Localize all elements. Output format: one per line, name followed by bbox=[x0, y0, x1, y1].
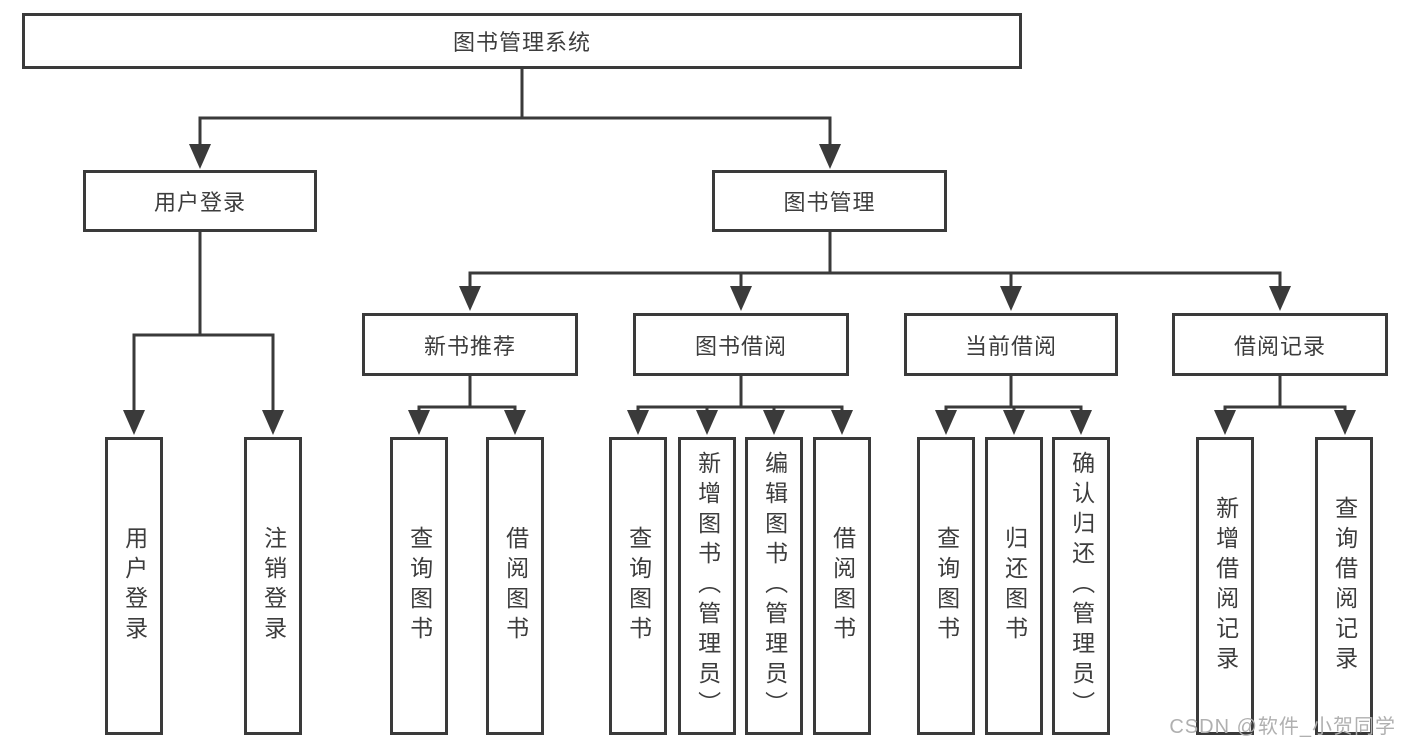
node-book-borrowing: 图书借阅 bbox=[633, 313, 849, 376]
leaf-bb-borrow-book: 借阅图书 bbox=[813, 437, 871, 735]
node-label: 用户登录 bbox=[121, 526, 148, 646]
leaf-cb-query-book: 查询图书 bbox=[917, 437, 975, 735]
node-label: 当前借阅 bbox=[964, 333, 1057, 359]
leaf-cb-confirm-return-admin: 确认归还（管理员） bbox=[1052, 437, 1110, 735]
node-label: 图书管理系统 bbox=[452, 30, 591, 55]
node-label: 新增图书（管理员） bbox=[694, 451, 721, 721]
node-label: 编辑图书（管理员） bbox=[761, 451, 788, 721]
node-label: 用户登录 bbox=[153, 190, 246, 215]
leaf-nb-borrow-book: 借阅图书 bbox=[486, 437, 544, 735]
node-label: 借阅记录 bbox=[1233, 333, 1326, 359]
node-label: 借阅图书 bbox=[502, 526, 529, 646]
leaf-logout: 注销登录 bbox=[244, 437, 302, 735]
node-borrowing-records: 借阅记录 bbox=[1172, 313, 1388, 376]
leaf-bb-edit-book-admin: 编辑图书（管理员） bbox=[745, 437, 803, 735]
node-label: 新增借阅记录 bbox=[1212, 496, 1239, 676]
leaf-br-add-record: 新增借阅记录 bbox=[1196, 437, 1254, 735]
node-label: 注销登录 bbox=[260, 526, 287, 646]
leaf-bb-query-book: 查询图书 bbox=[609, 437, 667, 735]
leaf-br-query-record: 查询借阅记录 bbox=[1315, 437, 1373, 735]
node-label: 确认归还（管理员） bbox=[1068, 451, 1095, 721]
node-library-management-system: 图书管理系统 bbox=[22, 13, 1022, 69]
node-label: 查询图书 bbox=[406, 526, 433, 646]
csdn-watermark: CSDN @软件_小贺同学 bbox=[1169, 716, 1396, 738]
node-label: 借阅图书 bbox=[829, 526, 856, 646]
node-user-login: 用户登录 bbox=[83, 170, 317, 232]
leaf-nb-query-book: 查询图书 bbox=[390, 437, 448, 735]
leaf-user-login: 用户登录 bbox=[105, 437, 163, 735]
leaf-bb-add-book-admin: 新增图书（管理员） bbox=[678, 437, 736, 735]
node-label: 查询图书 bbox=[625, 526, 652, 646]
node-label: 查询图书 bbox=[933, 526, 960, 646]
node-label: 查询借阅记录 bbox=[1331, 496, 1358, 676]
leaf-cb-return-book: 归还图书 bbox=[985, 437, 1043, 735]
node-label: 新书推荐 bbox=[423, 333, 516, 359]
node-new-book-recommendation: 新书推荐 bbox=[362, 313, 578, 376]
node-label: 归还图书 bbox=[1001, 526, 1028, 646]
node-book-management: 图书管理 bbox=[712, 170, 947, 232]
node-label: 图书管理 bbox=[783, 190, 876, 215]
node-current-borrowing: 当前借阅 bbox=[904, 313, 1118, 376]
node-label: 图书借阅 bbox=[694, 333, 787, 359]
